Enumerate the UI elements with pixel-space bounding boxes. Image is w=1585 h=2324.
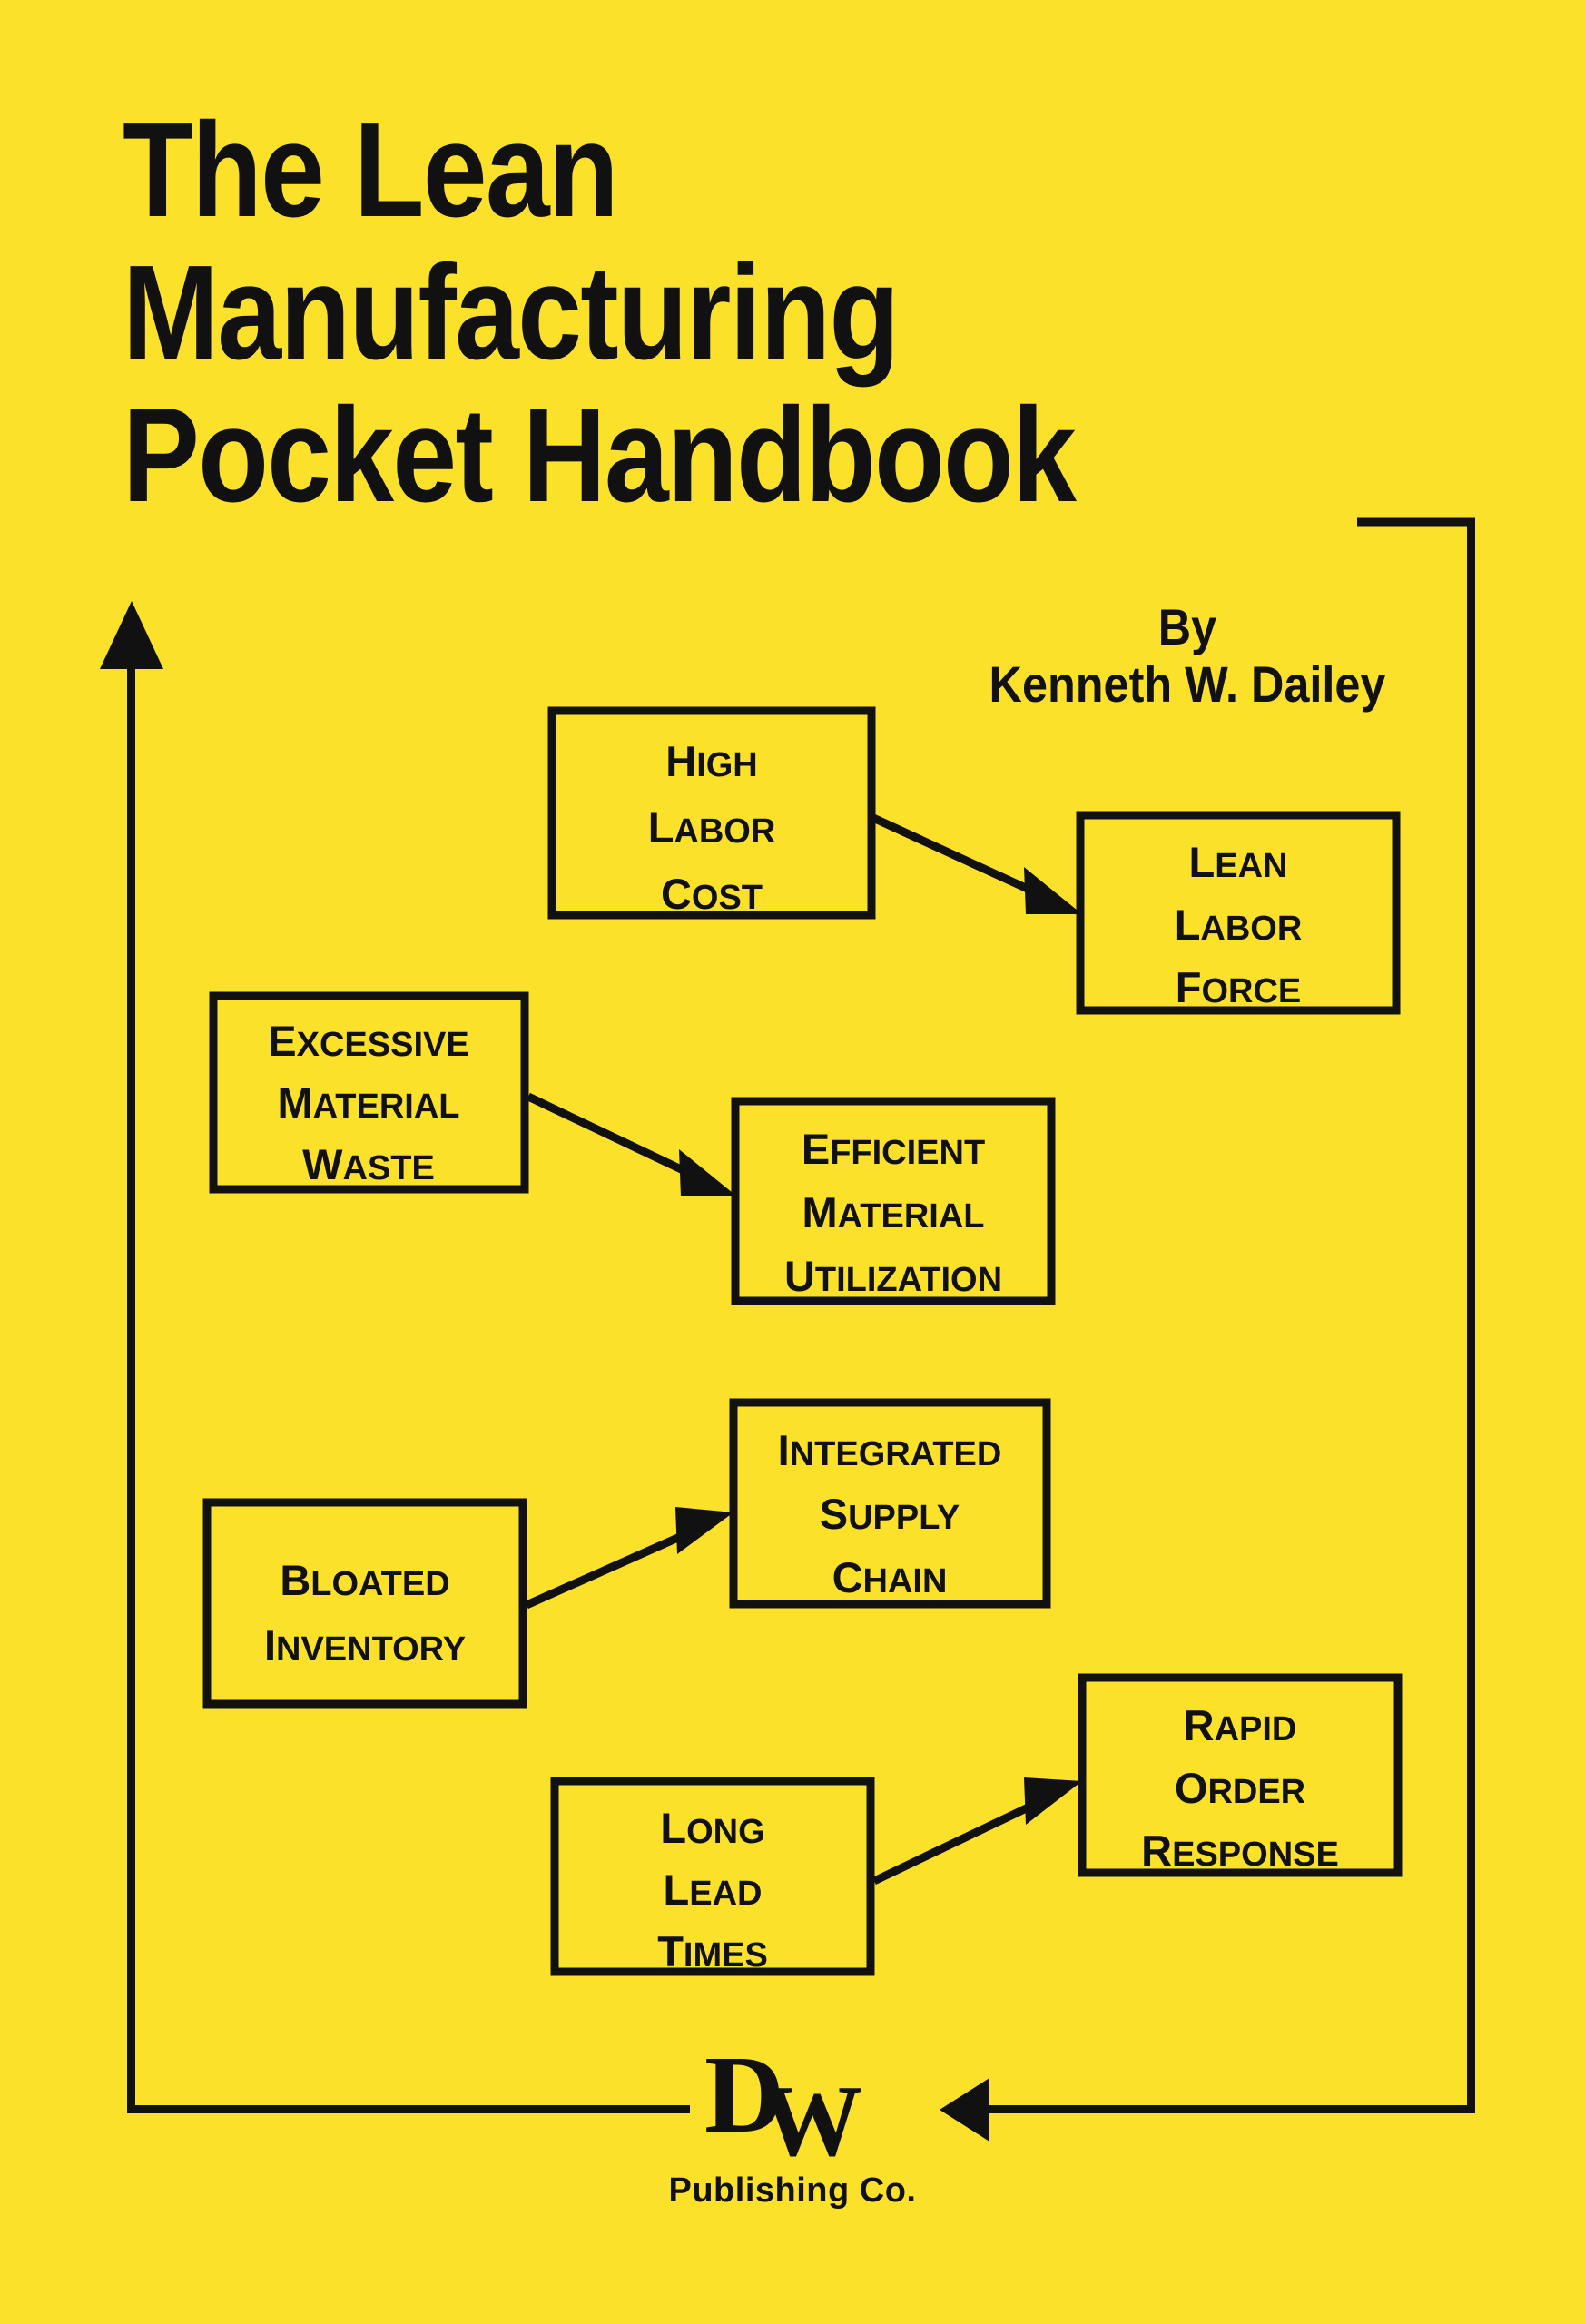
edge-long-lead-times-to-rapid-order-response [872, 1777, 1082, 1886]
node-integrated-supply-chain-line-1: INTEGRATED [778, 1426, 1002, 1474]
node-rapid-order-response-line-2: ORDER [1175, 1764, 1305, 1812]
author-block: By Kenneth W. Dailey [906, 598, 1469, 713]
edge-bloated-inventory-to-supply-chain [525, 1507, 733, 1610]
publisher-name: Publishing Co. [668, 2171, 917, 2210]
node-efficient-material-utilization-line-2: MATERIAL [802, 1188, 985, 1236]
edge-2-line [527, 1092, 696, 1180]
node-excessive-material-waste: EXCESSIVE MATERIAL WASTE [209, 991, 529, 1194]
node-efficient-material-utilization-line-3: UTILIZATION [784, 1252, 1002, 1300]
node-long-lead-times-line-1: LONG [660, 1804, 764, 1852]
title-line-3: Pocket Handbook [123, 379, 1077, 530]
node-efficient-material-utilization-box [731, 1097, 1056, 1305]
node-integrated-supply-chain-line-3: CHAIN [832, 1553, 948, 1601]
node-bloated-inventory: BLOATED INVENTORY [202, 1498, 527, 1709]
feedback-loop [100, 517, 1475, 2142]
node-bloated-inventory-box [202, 1498, 527, 1709]
node-high-labor-cost: HIGH LABOR COST [547, 706, 876, 920]
loop-up-arrowhead [100, 601, 163, 669]
node-efficient-material-utilization: EFFICIENT MATERIAL UTILIZATION [731, 1097, 1056, 1305]
node-high-labor-cost-box [547, 706, 876, 920]
node-excessive-material-waste-line-3: WASTE [302, 1140, 435, 1188]
page-title: The Lean Manufacturing Pocket Handbook [123, 95, 1457, 530]
node-long-lead-times-box [550, 1777, 875, 1976]
logo-letter-d: D [704, 2034, 785, 2156]
title-line-2: Manufacturing [123, 237, 900, 388]
node-rapid-order-response-line-3: RESPONSE [1141, 1827, 1339, 1875]
node-rapid-order-response-line-1: RAPID [1184, 1701, 1297, 1749]
dw-publishing-logo-icon: D W [688, 2040, 897, 2178]
node-efficient-material-utilization-line-1: EFFICIENT [802, 1125, 985, 1173]
title-line-1: The Lean [123, 95, 619, 245]
node-lean-labor-force-line-1: LEAN [1189, 838, 1288, 886]
edge-4-line [872, 1797, 1041, 1886]
node-high-labor-cost-line-1: HIGH [665, 737, 758, 785]
node-integrated-supply-chain-box [729, 1398, 1051, 1609]
node-long-lead-times-line-2: LEAD [664, 1866, 763, 1914]
edge-high-labor-cost-to-lean-labor-force [871, 813, 1082, 914]
node-integrated-supply-chain-line-2: SUPPLY [820, 1490, 960, 1538]
edge-4-arrowhead [1024, 1777, 1082, 1825]
node-rapid-order-response-box [1078, 1673, 1403, 1877]
node-long-lead-times: LONG LEAD TIMES [550, 1777, 875, 1976]
edge-2-arrowhead [679, 1149, 737, 1196]
node-rapid-order-response: RAPID ORDER RESPONSE [1078, 1673, 1403, 1877]
node-long-lead-times-line-3: TIMES [657, 1927, 768, 1975]
edge-excessive-waste-to-efficient-util [527, 1092, 737, 1196]
edge-1-arrowhead [1024, 867, 1082, 914]
publisher-block: D W Publishing Co. [0, 2040, 1585, 2211]
node-lean-labor-force-line-2: LABOR [1175, 901, 1303, 949]
node-integrated-supply-chain: INTEGRATED SUPPLY CHAIN [729, 1398, 1051, 1609]
node-bloated-inventory-line-2: INVENTORY [264, 1621, 466, 1669]
node-lean-labor-force: LEAN LABOR FORCE [1076, 811, 1401, 1015]
node-excessive-material-waste-box [209, 991, 529, 1194]
edge-3-arrowhead [675, 1507, 733, 1554]
node-excessive-material-waste-line-1: EXCESSIVE [268, 1017, 468, 1065]
node-lean-labor-force-line-3: FORCE [1176, 963, 1302, 1011]
node-bloated-inventory-line-1: BLOATED [280, 1556, 449, 1604]
node-excessive-material-waste-line-2: MATERIAL [278, 1078, 460, 1127]
node-high-labor-cost-line-2: LABOR [648, 803, 776, 852]
author-name: Kenneth W. Dailey [989, 655, 1386, 713]
logo-letter-w: W [761, 2065, 862, 2178]
author-by-label: By [1157, 598, 1217, 655]
loop-left-arrowhead [940, 2078, 989, 2142]
edge-1-line [871, 813, 1041, 899]
node-high-labor-cost-line-3: COST [661, 870, 763, 918]
edge-3-line [525, 1528, 692, 1610]
